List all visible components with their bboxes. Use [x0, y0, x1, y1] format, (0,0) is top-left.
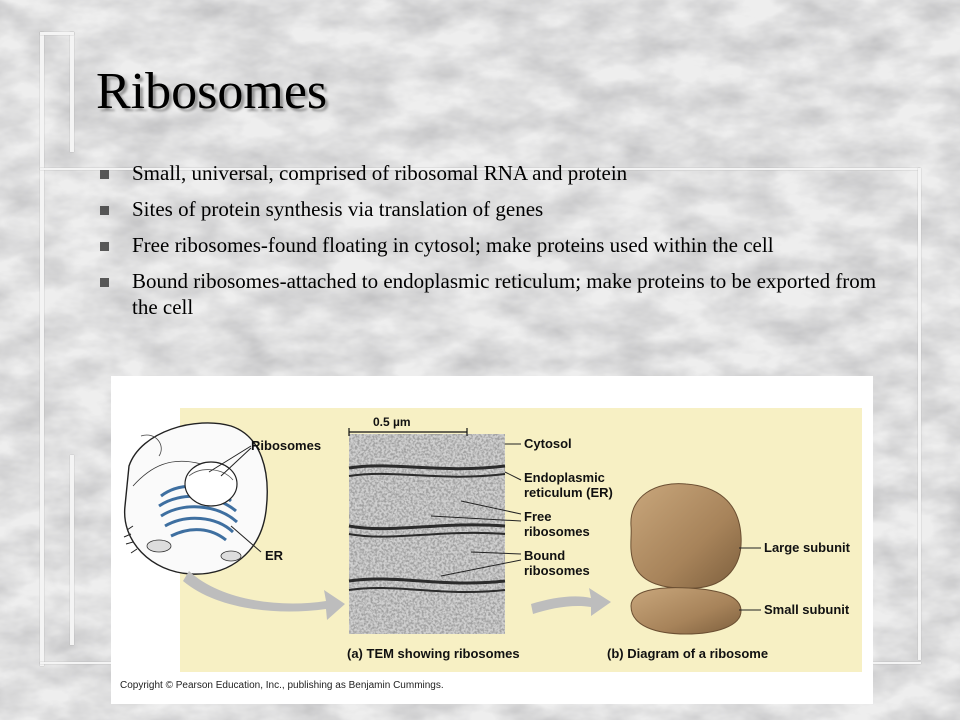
frame-line-left [40, 32, 44, 666]
label-bound-line1: Bound [524, 548, 565, 563]
label-small-subunit: Small subunit [764, 602, 850, 617]
frame-line-right [918, 168, 921, 660]
copyright-notice: Copyright © Pearson Education, Inc., pub… [120, 680, 444, 691]
label-er: ER [265, 548, 284, 563]
label-cytosol: Cytosol [524, 436, 572, 451]
frame-line-left-inner-lower [70, 455, 74, 645]
bullet-item: Small, universal, comprised of ribosomal… [100, 160, 880, 186]
bullet-item: Free ribosomes-found floating in cytosol… [100, 232, 880, 258]
ribosome-diagram [630, 483, 761, 635]
frame-line-top [40, 32, 74, 35]
label-free-line1: Free [524, 509, 551, 524]
figure-illustration: 0.5 µm Ribosomes ER Cytosol Endoplasmic … [123, 408, 862, 672]
frame-line-mid [40, 168, 920, 170]
caption-b: (b) Diagram of a ribosome [607, 646, 768, 661]
bullet-square-icon [100, 242, 109, 251]
bullet-text: Free ribosomes-found floating in cytosol… [132, 233, 774, 257]
bullet-square-icon [100, 170, 109, 179]
label-er-full-line1: Endoplasmic [524, 470, 605, 485]
bullet-list: Small, universal, comprised of ribosomal… [100, 160, 880, 330]
bullet-square-icon [100, 278, 109, 287]
bullet-item: Sites of protein synthesis via translati… [100, 196, 880, 222]
frame-line-left-inner [70, 32, 74, 152]
label-large-subunit: Large subunit [764, 540, 851, 555]
scale-label: 0.5 µm [373, 415, 411, 429]
label-bound-line2: ribosomes [524, 563, 590, 578]
label-free-line2: ribosomes [524, 524, 590, 539]
arrow-to-tem [183, 571, 345, 620]
arrow-to-diagram [531, 588, 611, 616]
label-ribosomes: Ribosomes [251, 438, 321, 453]
caption-a: (a) TEM showing ribosomes [347, 646, 520, 661]
figure-panel-background [180, 408, 862, 672]
slide-title: Ribosomes [96, 63, 328, 120]
cell-drawing [123, 422, 268, 575]
bullet-square-icon [100, 206, 109, 215]
label-er-full-line2: reticulum (ER) [524, 485, 613, 500]
bullet-text: Small, universal, comprised of ribosomal… [132, 161, 628, 185]
bullet-item: Bound ribosomes-attached to endoplasmic … [100, 268, 880, 320]
bullet-text: Bound ribosomes-attached to endoplasmic … [132, 269, 877, 319]
bullet-text: Sites of protein synthesis via translati… [132, 197, 544, 221]
ribosome-figure: 0.5 µm Ribosomes ER Cytosol Endoplasmic … [111, 376, 873, 704]
tem-micrograph [348, 434, 506, 634]
